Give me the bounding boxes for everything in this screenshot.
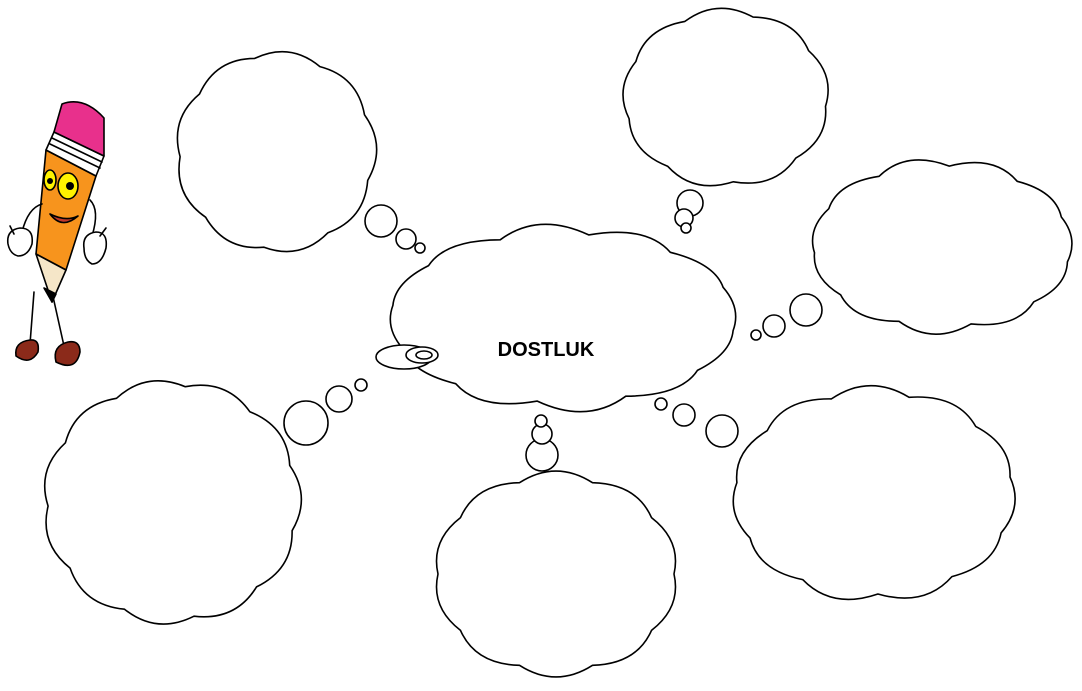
mascot-mouth — [49, 213, 79, 224]
cloud-bottom-center — [435, 470, 677, 678]
connector-bubble — [325, 385, 353, 413]
connector-bubble — [364, 204, 398, 238]
cloud-top-left — [176, 50, 378, 253]
connector-bubble — [789, 293, 823, 327]
cloud-top-right — [622, 7, 829, 187]
connector-bubble — [762, 314, 786, 338]
connector-bubble — [654, 397, 668, 411]
mascot-tip-lead — [43, 287, 57, 303]
bubbles-to-bottom-left — [283, 378, 368, 446]
center-label: DOSTLUK — [498, 339, 595, 361]
connector-bubble — [672, 403, 696, 427]
bubbles-to-right — [750, 293, 823, 341]
connector-bubble — [414, 242, 426, 254]
bubbles-center-left-rings — [375, 344, 439, 370]
connector-bubble — [283, 400, 329, 446]
pencil-mascot-icon — [6, 101, 108, 367]
bubbles-to-top-left — [364, 204, 426, 254]
connector-bubble — [395, 228, 417, 250]
connector-bubble — [534, 414, 548, 428]
center-cloud — [389, 223, 737, 413]
mascot-eraser — [53, 101, 105, 157]
mascot-shoe-right — [54, 340, 81, 367]
connector-bubble — [750, 329, 762, 341]
cloud-bottom-right — [732, 384, 1016, 601]
bubbles-to-bottom-right — [654, 397, 739, 448]
connector-bubble — [705, 414, 739, 448]
mascot-tip-wood — [35, 253, 67, 303]
mascot-glove-right — [82, 231, 108, 265]
cloud-bottom-left — [43, 380, 303, 625]
mascot-glove-left — [6, 227, 34, 257]
bubbles-to-bottom-center — [525, 414, 559, 472]
connector-bubble — [354, 378, 368, 392]
mascot-leg-right — [51, 291, 65, 347]
connector-bubble — [415, 350, 433, 360]
mascot-arm-right — [89, 199, 97, 237]
mascot-leg-left — [29, 291, 35, 345]
cloud-right — [811, 159, 1073, 335]
bubbles-to-top-right — [674, 189, 704, 234]
mascot-shoe-left — [14, 339, 40, 361]
connector-bubble — [680, 222, 692, 234]
